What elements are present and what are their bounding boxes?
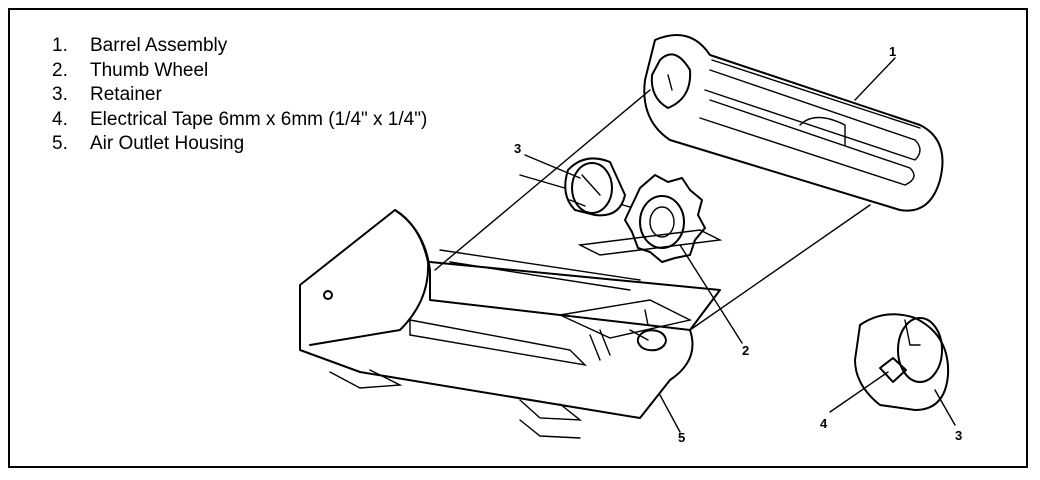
legend-label: Electrical Tape 6mm x 6mm (1/4" x 1/4") — [90, 108, 428, 130]
diagram-frame — [8, 8, 1028, 468]
barrel-assembly — [643, 34, 944, 212]
callout-4: 4 — [820, 416, 828, 431]
legend-item: 4.Electrical Tape 6mm x 6mm (1/4" x 1/4"… — [52, 108, 427, 133]
guide-line — [689, 204, 871, 331]
legend-item: 1.Barrel Assembly — [52, 34, 427, 59]
leader-line-3-left — [524, 154, 581, 179]
callout-3-left: 3 — [514, 141, 521, 156]
thumb-wheel — [577, 174, 723, 263]
leader-line-1 — [854, 57, 896, 101]
legend-item: 3.Retainer — [52, 83, 427, 108]
air-outlet-housing — [299, 209, 721, 439]
leader-line-3-right — [934, 389, 956, 426]
legend-label: Retainer — [90, 84, 162, 105]
parts-legend: 1.Barrel Assembly 2.Thumb Wheel 3.Retain… — [52, 34, 427, 157]
legend-label: Barrel Assembly — [90, 35, 228, 56]
guide-line — [434, 89, 651, 271]
legend-label: Air Outlet Housing — [90, 133, 245, 154]
legend-item: 2.Thumb Wheel — [52, 59, 427, 84]
legend-label: Thumb Wheel — [90, 59, 209, 81]
callout-5: 5 — [678, 430, 685, 445]
callout-1: 1 — [889, 44, 896, 59]
callout-3-right: 3 — [955, 428, 962, 443]
leader-line-4 — [829, 371, 889, 413]
retainer-with-tape — [854, 313, 950, 411]
leader-line-5 — [659, 394, 681, 433]
leader-line-2 — [679, 244, 743, 344]
legend-item: 5.Air Outlet Housing — [52, 132, 427, 157]
callout-2: 2 — [742, 343, 749, 358]
electrical-tape — [879, 357, 907, 383]
retainer-clip — [564, 157, 626, 217]
